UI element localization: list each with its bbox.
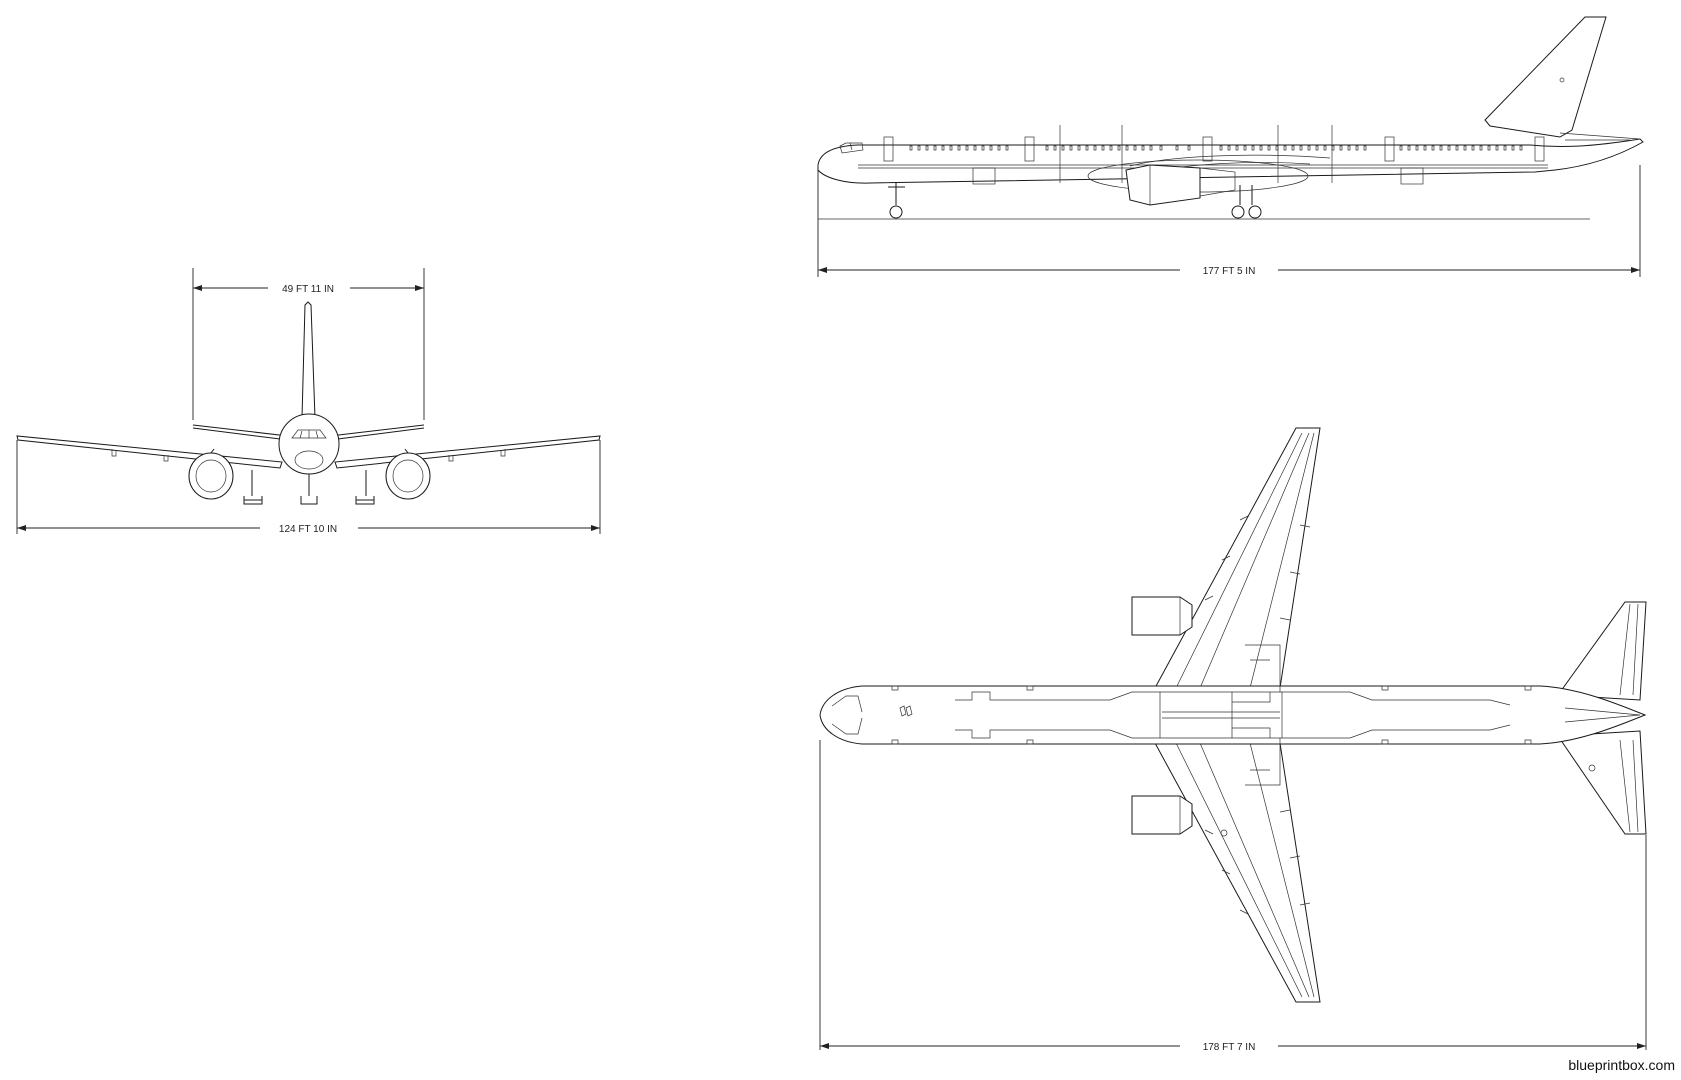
side-fuselage xyxy=(817,138,1644,184)
dimension-tail-span: 49 FT 11 IN xyxy=(192,268,425,420)
front-fuselage xyxy=(278,413,340,475)
dimension-label-wingspan: 124 FT 10 IN xyxy=(279,524,337,535)
top-wing-marker xyxy=(1220,829,1228,837)
side-landing-gear xyxy=(888,183,1262,219)
front-engine-left xyxy=(188,448,234,500)
top-wing-details xyxy=(1175,432,1315,998)
side-wing-engine xyxy=(1087,154,1331,206)
side-cockpit-windows xyxy=(839,142,864,154)
dimension-side-length: 177 FT 5 IN xyxy=(818,266,1640,277)
top-engine-lower xyxy=(1131,795,1193,835)
front-engine-right xyxy=(385,448,431,500)
top-stabilizer-details xyxy=(1619,603,1639,833)
watermark-text: blueprintbox.com xyxy=(1568,1057,1675,1073)
top-stabilizer-marker xyxy=(1588,764,1596,772)
top-stabilizer-lower xyxy=(1557,730,1647,835)
front-tail-fin xyxy=(301,301,316,419)
side-section-lines xyxy=(1059,125,1333,183)
dimension-label-side-length: 177 FT 5 IN xyxy=(1203,266,1256,277)
side-doors xyxy=(883,136,1545,185)
front-radome xyxy=(294,450,324,470)
dimension-top-length: 178 FT 7 IN xyxy=(820,1042,1646,1053)
side-vertical-tail xyxy=(1484,16,1607,138)
side-passenger-windows xyxy=(909,145,1523,151)
side-view: 177 FT 5 IN xyxy=(817,16,1644,277)
front-wing-left xyxy=(16,435,283,469)
top-stabilizer-upper xyxy=(1557,601,1647,701)
top-fuselage-layout xyxy=(955,644,1641,786)
top-doors xyxy=(891,685,1532,745)
front-flap-fairings xyxy=(111,449,506,462)
front-landing-gear xyxy=(243,470,375,505)
front-wing-right xyxy=(334,435,601,469)
front-cockpit-windows xyxy=(291,429,327,439)
front-horizontal-stabilizer xyxy=(192,424,425,441)
top-view: 178 FT 7 IN xyxy=(819,427,1647,1053)
top-engine-upper xyxy=(1131,596,1193,636)
side-tail-marker xyxy=(1559,77,1565,83)
dimension-label-tail-span: 49 FT 11 IN xyxy=(282,284,334,295)
top-wing-lower xyxy=(1154,742,1321,1003)
top-wing-upper xyxy=(1154,427,1321,689)
top-cockpit-windows xyxy=(899,705,913,717)
top-fuselage xyxy=(819,685,1647,745)
top-cockpit xyxy=(831,695,863,735)
side-horizontal-stabilizer xyxy=(1559,132,1641,141)
dimension-wingspan: 124 FT 10 IN xyxy=(16,440,601,535)
front-view: 49 FT 11 IN xyxy=(16,268,601,535)
dimension-label-top-length: 178 FT 7 IN xyxy=(1203,1042,1256,1053)
